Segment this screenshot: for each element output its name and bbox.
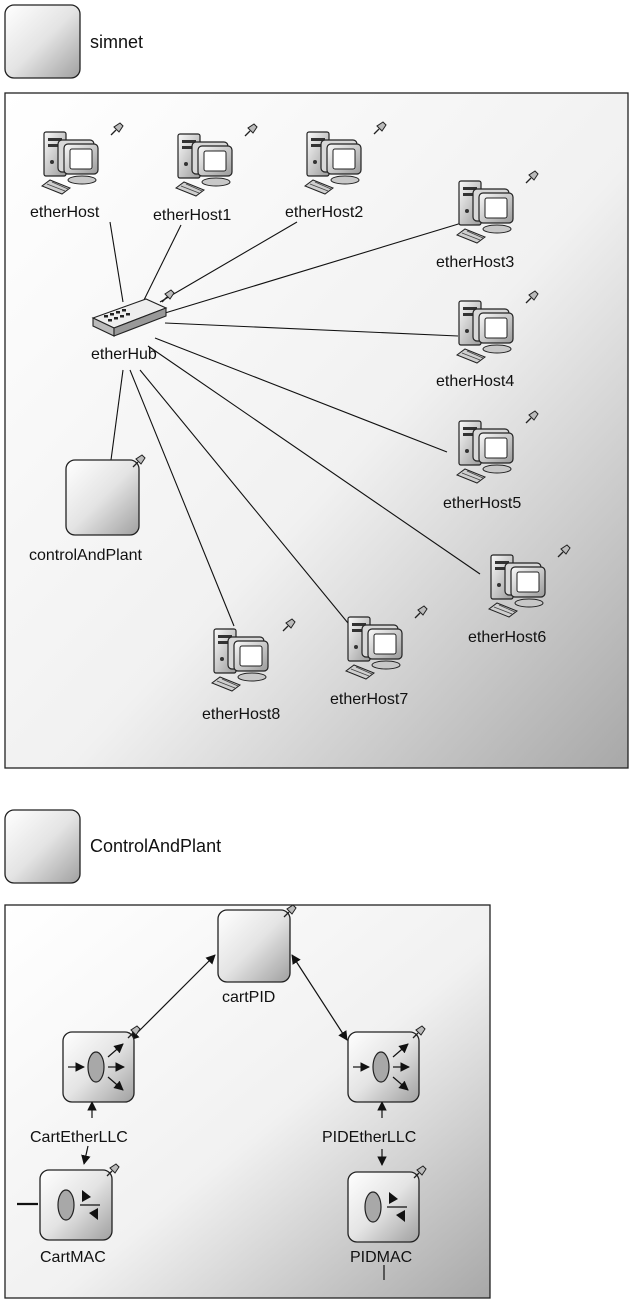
link-etherHost3 [164, 221, 466, 314]
link-etherHost6 [147, 345, 481, 575]
etherHost-label: etherHost [30, 204, 100, 221]
link-cartEtherLLC-down [81, 1145, 91, 1165]
pidMAC-label: PIDMAC [350, 1249, 412, 1266]
etherHost8-label: etherHost8 [202, 706, 280, 723]
mac-module-icon [39, 1169, 113, 1241]
link-etherHost4 [164, 322, 459, 337]
mac-arrows [387, 1192, 407, 1222]
node-cartEtherLLC[interactable]: CartEtherLLC [30, 1025, 141, 1146]
link-etherHost7 [139, 369, 358, 635]
link-etherHost5 [154, 337, 448, 453]
simnet-links [109, 221, 481, 635]
ellipse-shape [87, 1051, 105, 1083]
link-cartPID-pidEtherLLC [291, 954, 348, 1041]
node-cartMAC[interactable]: CartMAC [39, 1163, 120, 1266]
node-etherHost8[interactable]: etherHost8 [202, 618, 296, 723]
link-cartPID-cartEtherLLC [129, 954, 216, 1041]
node-etherHost2[interactable]: etherHost2 [285, 121, 387, 221]
cartMAC-label: CartMAC [40, 1249, 106, 1266]
etherHost6-label: etherHost6 [468, 629, 546, 646]
node-etherHost7[interactable]: etherHost7 [330, 605, 428, 708]
simnet-canvas [4, 92, 629, 769]
pidEtherLLC-label: PIDEtherLLC [322, 1129, 416, 1146]
etherHost2-label: etherHost2 [285, 204, 363, 221]
compound-module-icon [65, 459, 140, 536]
node-etherHost5[interactable]: etherHost5 [443, 410, 539, 512]
node-pidMAC[interactable]: PIDMAC [347, 1165, 427, 1266]
llc-arrows [353, 1043, 410, 1091]
node-etherHost1[interactable]: etherHost1 [153, 123, 258, 224]
link-controlAndPlant [110, 369, 124, 461]
link-etherHost [109, 221, 124, 303]
cartEtherLLC-label: CartEtherLLC [30, 1129, 128, 1146]
compound-module-icon [217, 909, 291, 983]
link-etherHost2 [159, 221, 298, 303]
control-links [81, 954, 387, 1166]
node-etherHost3[interactable]: etherHost3 [436, 170, 539, 271]
mac-module-icon [347, 1171, 420, 1243]
node-cartPID[interactable]: cartPID [217, 904, 297, 1006]
control-title: ControlAndPlant [90, 836, 221, 856]
llc-arrows [68, 1043, 125, 1091]
node-controlAndPlant[interactable]: controlAndPlant [29, 454, 146, 564]
etherHost1-label: etherHost1 [153, 207, 231, 224]
etherHub-label: etherHub [91, 346, 157, 363]
link-etherHost8 [129, 369, 235, 627]
simnet-title: simnet [90, 32, 143, 52]
ellipse-shape [57, 1189, 75, 1221]
controlAndPlant-label: controlAndPlant [29, 547, 143, 564]
ellipse-shape [364, 1191, 382, 1223]
ellipse-shape [372, 1051, 390, 1083]
ethernet-hub-icon [91, 298, 168, 337]
simnet-header-icon [4, 4, 81, 79]
etherHost5-label: etherHost5 [443, 495, 521, 512]
etherHost7-label: etherHost7 [330, 691, 408, 708]
mac-arrows [80, 1190, 100, 1220]
node-etherHost[interactable]: etherHost [30, 122, 124, 221]
cartPID-label: cartPID [222, 989, 275, 1006]
control-header-icon [4, 809, 81, 884]
etherHost3-label: etherHost3 [436, 254, 514, 271]
link-etherHost1 [142, 224, 182, 303]
node-etherHost6[interactable]: etherHost6 [468, 544, 571, 646]
node-etherHost4[interactable]: etherHost4 [436, 290, 539, 390]
node-etherHub[interactable]: etherHub [91, 289, 175, 363]
node-pidEtherLLC[interactable]: PIDEtherLLC [322, 1025, 426, 1146]
etherHost4-label: etherHost4 [436, 373, 514, 390]
